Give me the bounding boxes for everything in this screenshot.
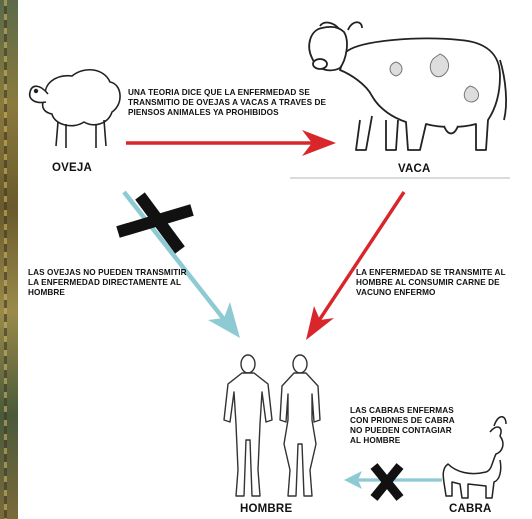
label-goat: CABRA [449, 503, 492, 515]
label-sheep: OVEJA [52, 162, 92, 174]
label-human: HOMBRE [240, 503, 292, 515]
label-cow: VACA [398, 163, 431, 175]
arrow-sheep-to-cow [126, 130, 336, 156]
cow-illustration [309, 22, 506, 150]
cross-icon [118, 196, 192, 250]
cross-icon-goat [374, 466, 400, 498]
note-sheep-to-human: LAS OVEJAS NO PUEDEN TRANSMITIR LA ENFER… [28, 268, 194, 298]
human-figures-illustration [224, 355, 320, 496]
note-cow-to-human: LA ENFERMEDAD SE TRANSMITE AL HOMBRE AL … [356, 268, 526, 298]
note-goat-to-human: LAS CABRAS ENFERMAS CON PRIONES DE CABRA… [350, 406, 460, 446]
sheep-illustration [30, 70, 120, 148]
arrow-cow-to-human [306, 192, 404, 340]
note-sheep-to-cow: UNA TEORIA DICE QUE LA ENFERMEDAD SE TRA… [128, 88, 342, 118]
